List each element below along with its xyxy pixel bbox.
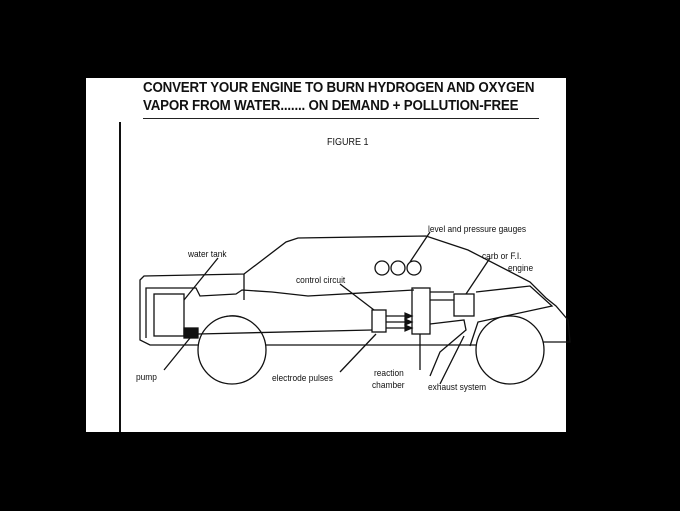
leader-water-tank <box>183 257 219 301</box>
pulse-arrow-2-head <box>404 318 414 326</box>
leader-pump <box>163 337 191 371</box>
leader-gauges <box>409 231 431 263</box>
water-line <box>197 329 373 335</box>
figure-label: FIGURE 1 <box>327 137 369 148</box>
title-line-2: VAPOR FROM WATER....... ON DEMAND + POLL… <box>143 98 519 114</box>
leader-electrode <box>339 333 377 373</box>
label-pump: pump <box>136 372 157 383</box>
pump-box <box>183 327 199 339</box>
page-margin-line <box>119 122 121 432</box>
pulse-arrow-3-head <box>404 324 414 332</box>
rear-wheel <box>197 315 267 385</box>
front-wheel <box>475 315 545 385</box>
label-water-tank: water tank <box>188 249 227 260</box>
label-carb-1: carb or F.I. <box>482 251 522 262</box>
leader-exhaust <box>439 335 465 385</box>
gauge-1 <box>374 260 390 276</box>
car-inner-line <box>145 287 415 338</box>
label-exhaust-system: exhaust system <box>428 382 487 393</box>
label-reaction-chamber-2: chamber <box>372 380 405 391</box>
label-carb-2: engine <box>508 263 534 274</box>
leader-carb <box>465 257 491 295</box>
leader-control-circuit <box>339 283 375 311</box>
car-engine-bay <box>469 285 554 347</box>
title-line-1: CONVERT YOUR ENGINE TO BURN HYDROGEN AND… <box>143 80 535 96</box>
label-control-circuit: control circuit <box>296 275 346 286</box>
title-underline <box>143 118 539 119</box>
label-electrode-pulses: electrode pulses <box>272 373 333 384</box>
carb-engine-box <box>453 293 475 317</box>
label-level-gauges: level and pressure gauges <box>428 224 527 235</box>
electrode-box <box>371 309 387 333</box>
label-reaction-chamber-1: reaction <box>374 368 404 379</box>
pulse-arrow-1-head <box>404 312 414 320</box>
exhaust-line <box>429 319 467 377</box>
reaction-chamber-box <box>411 287 431 335</box>
gauge-3 <box>406 260 422 276</box>
gauge-2 <box>390 260 406 276</box>
water-tank-box <box>153 293 185 337</box>
